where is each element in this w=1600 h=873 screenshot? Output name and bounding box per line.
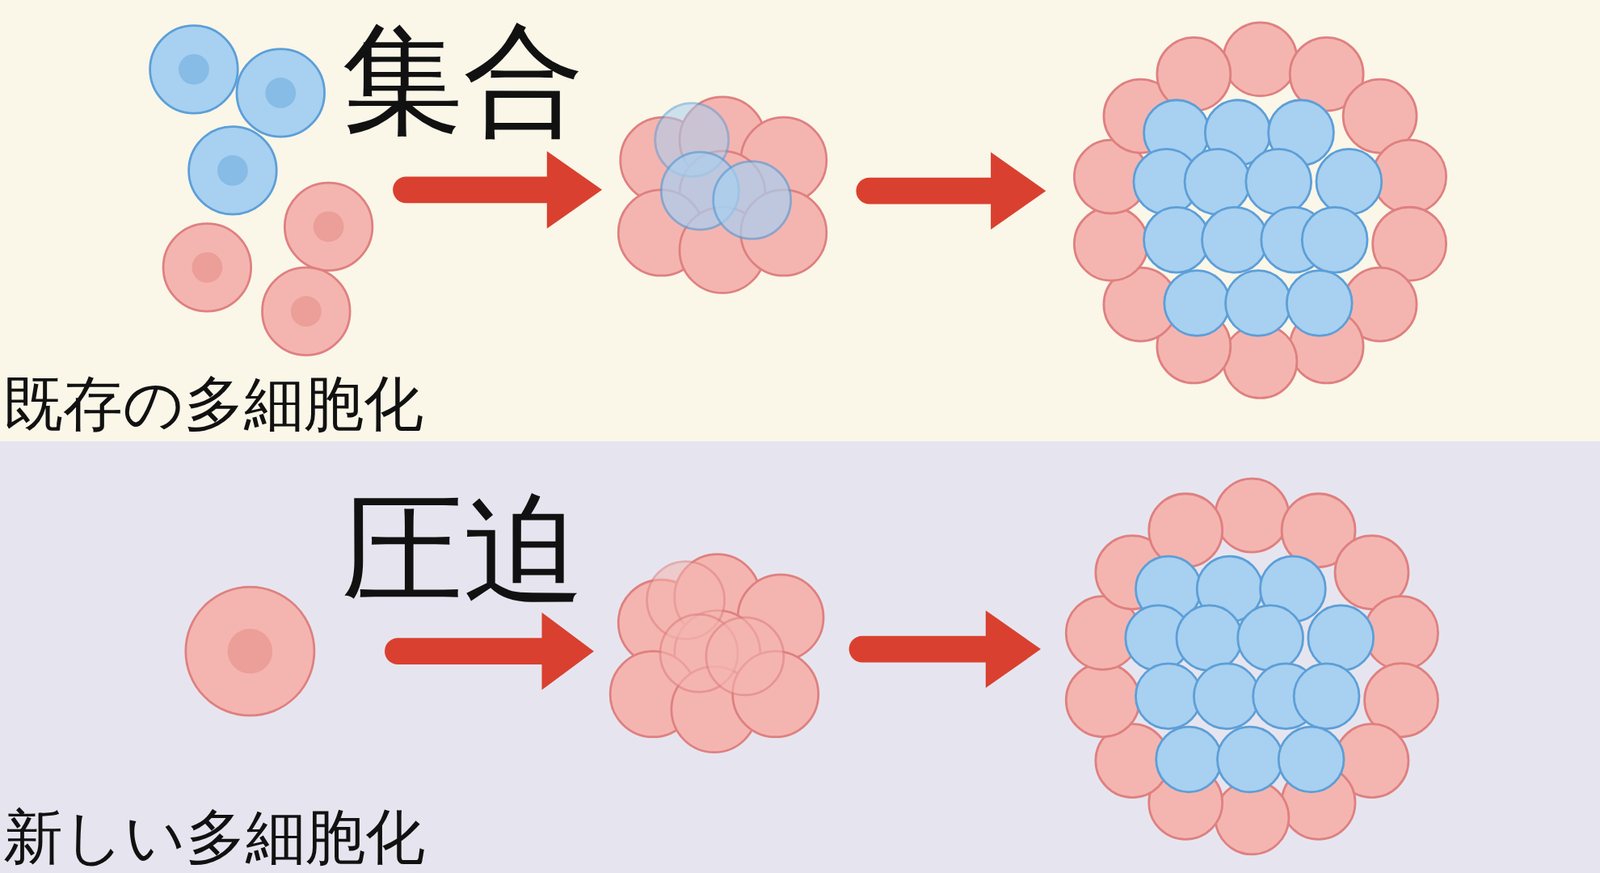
cell (1156, 726, 1222, 792)
bottom-band-ground (0, 441, 1600, 873)
cell (1316, 148, 1382, 215)
cell (236, 49, 325, 138)
cell (1223, 22, 1297, 97)
cell (1286, 270, 1352, 337)
cell (706, 617, 784, 695)
cell (1293, 663, 1360, 729)
text-holder: 既存の多細胞化 (3, 373, 424, 434)
cell (713, 161, 792, 240)
cell (1301, 206, 1368, 273)
cell (262, 267, 351, 356)
process-title: 集合 (341, 19, 585, 141)
cell (150, 25, 239, 114)
cell (1372, 139, 1447, 214)
cell (1215, 478, 1289, 552)
cell (185, 586, 315, 716)
cell (284, 182, 373, 271)
cell (1216, 726, 1283, 792)
process-title: 圧迫 (341, 488, 585, 610)
band-caption: 既存の多細胞化 (3, 373, 424, 434)
cells (150, 22, 1447, 855)
cell (1193, 663, 1259, 729)
process-band: 集合既存の多細胞化 (0, 0, 1600, 442)
process-arrow (869, 151, 1046, 230)
cell (1073, 206, 1148, 281)
cell (1184, 148, 1251, 215)
cell (1164, 270, 1230, 337)
cell (1157, 37, 1231, 111)
process-arrow (862, 610, 1041, 688)
process-arrow (406, 151, 603, 229)
cell (1176, 605, 1243, 671)
text-holder: 圧迫 (341, 488, 585, 610)
cell (1149, 493, 1223, 568)
process-arrow (397, 612, 594, 691)
cell (1202, 206, 1268, 273)
cell (189, 126, 278, 215)
cell (1364, 596, 1439, 670)
cell (1144, 206, 1210, 273)
cell (1065, 663, 1140, 737)
text-holder: 新しい多細胞化 (3, 806, 426, 867)
cell (1135, 663, 1201, 729)
cell (1308, 605, 1374, 671)
band-caption: 新しい多細胞化 (3, 806, 426, 867)
cell (163, 223, 252, 312)
cell (1225, 270, 1292, 337)
text-holder: 集合 (341, 19, 585, 141)
cell (1246, 148, 1312, 215)
cell (1237, 605, 1304, 671)
top-band-ground (0, 0, 1600, 442)
process-band: 圧迫新しい多細胞化 (0, 441, 1600, 873)
cell (1278, 726, 1344, 792)
